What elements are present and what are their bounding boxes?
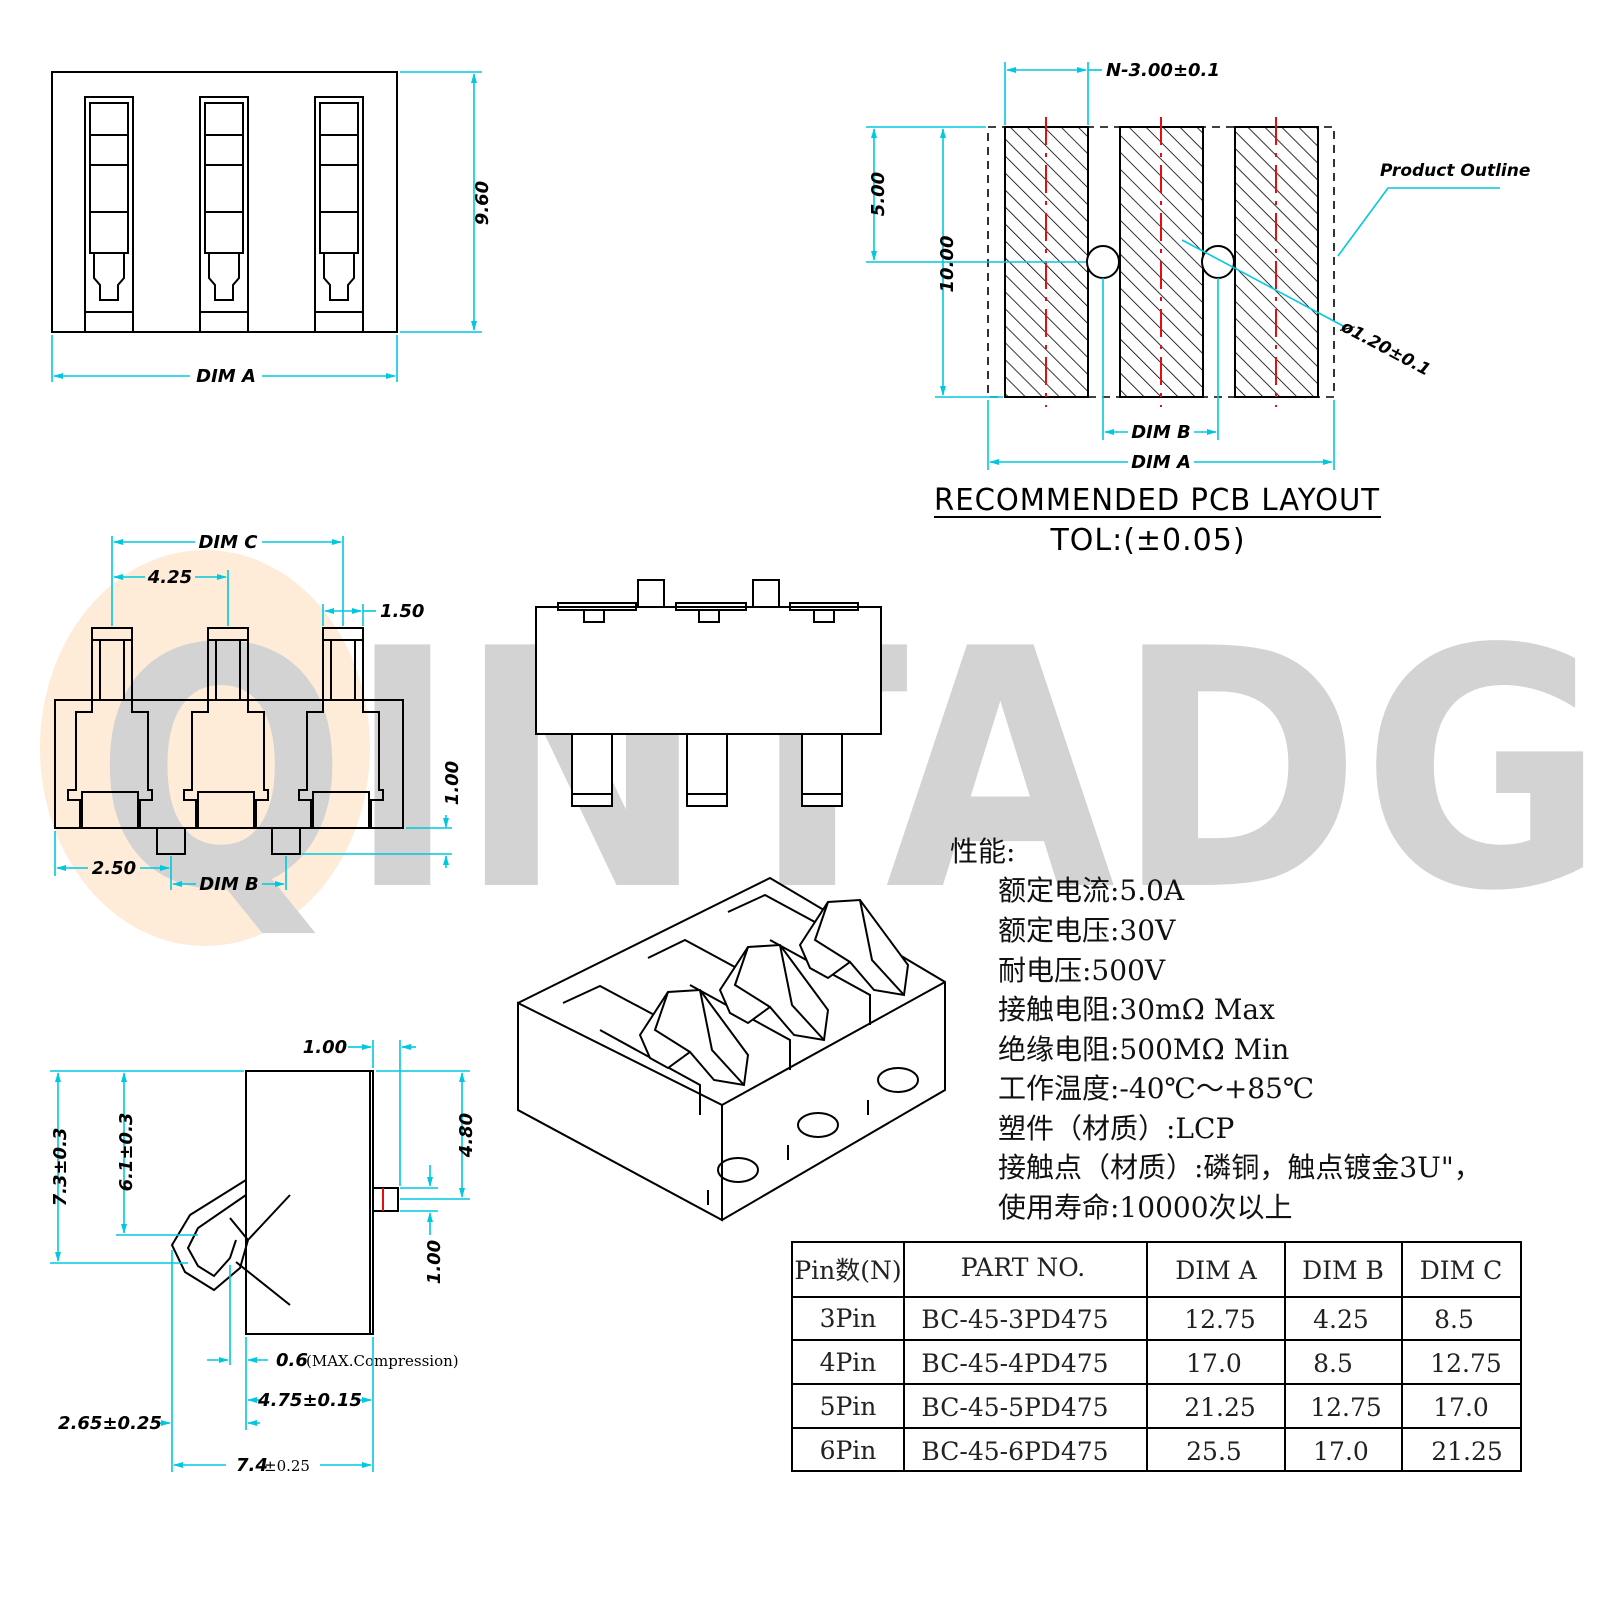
iso-contact bbox=[718, 943, 830, 1042]
spec-insulation-resistance: 绝缘电阻:500MΩ Min bbox=[998, 1033, 1289, 1066]
side-profile-view: 1.00 7.3±0.3 6.1±0.3 4.80 1.00 0.6 (MAX.… bbox=[50, 1037, 477, 1476]
pcb-tolerance: TOL:(±0.05) bbox=[1049, 523, 1245, 558]
pcb-dim-b-label: DIM B bbox=[1131, 422, 1191, 443]
back-view bbox=[535, 579, 882, 807]
table-cell: 17.0 bbox=[1186, 1349, 1242, 1378]
side-pin-length-label: 1.00 bbox=[424, 1240, 445, 1284]
iso-contact bbox=[798, 898, 910, 997]
top-view-height-label: 9.60 bbox=[472, 181, 493, 225]
pcb-hole-label: ø1.20±0.1 bbox=[1337, 316, 1434, 380]
spec-lifetime: 使用寿命:10000次以上 bbox=[998, 1191, 1293, 1224]
front-view: DIM C 4.25 1.50 1.00 2.50 DIM B bbox=[54, 532, 463, 895]
pcb-layout: N-3.00±0.1 5.00 10.00 Product Outline ø1… bbox=[866, 60, 1530, 558]
side-compression-value: 0.6 bbox=[276, 1350, 308, 1371]
pcb-pitch-label: N-3.00±0.1 bbox=[1106, 60, 1220, 81]
table-row: 5Pin BC-45-5PD475 21.25 12.75 17.0 bbox=[820, 1392, 1489, 1422]
spec-housing-material: 塑件（材质）:LCP bbox=[998, 1112, 1234, 1145]
pcb-layout-title: RECOMMENDED PCB LAYOUT bbox=[934, 483, 1380, 518]
table-row: 3Pin BC-45-3PD475 12.75 4.25 8.5 bbox=[820, 1304, 1474, 1334]
table-cell: 21.25 bbox=[1184, 1393, 1256, 1422]
isometric-view bbox=[517, 876, 946, 1222]
table-cell: BC-45-4PD475 bbox=[921, 1349, 1108, 1378]
front-pitch-label: 4.25 bbox=[147, 567, 192, 588]
front-view-contact bbox=[298, 627, 384, 829]
side-total-depth-value: 7.4 bbox=[236, 1455, 268, 1476]
top-view-contact bbox=[84, 96, 134, 333]
watermark-logo bbox=[40, 550, 370, 946]
top-view-dim-a-label: DIM A bbox=[196, 366, 256, 387]
table-cell: 12.75 bbox=[1430, 1349, 1502, 1378]
front-contact-width-label: 1.50 bbox=[380, 601, 424, 622]
pcb-hole bbox=[1201, 245, 1235, 279]
spec-rated-current: 额定电流:5.0A bbox=[998, 874, 1185, 907]
specifications: 性能: 额定电流:5.0A 额定电压:30V 耐电压:500V 接触电阻:30m… bbox=[950, 835, 1482, 1224]
front-standoff-label: 1.00 bbox=[442, 761, 463, 805]
table-row: 4Pin BC-45-4PD475 17.0 8.5 12.75 bbox=[820, 1348, 1502, 1378]
product-outline-label: Product Outline bbox=[1380, 161, 1530, 181]
side-overhang-label: 2.65±0.25 bbox=[58, 1413, 162, 1434]
table-cell: 4Pin bbox=[820, 1348, 877, 1377]
front-view-contact bbox=[183, 627, 269, 829]
table-cell: 17.0 bbox=[1313, 1437, 1369, 1466]
table-cell: 5Pin bbox=[820, 1392, 877, 1421]
spec-contact-material: 接触点（材质）:磷铜，触点镀金3U"， bbox=[998, 1151, 1482, 1184]
table-header-row: Pin数(N) PART NO. DIM A DIM B DIM C bbox=[794, 1253, 1502, 1285]
table-cell: 17.0 bbox=[1433, 1393, 1489, 1422]
spec-heading: 性能: bbox=[950, 835, 1015, 868]
top-view: 9.60 DIM A bbox=[51, 71, 493, 387]
side-height-contact-label: 6.1±0.3 bbox=[116, 1113, 137, 1192]
table-header-cell: DIM A bbox=[1175, 1256, 1257, 1285]
front-edge-label: 2.50 bbox=[92, 858, 136, 879]
iso-contact bbox=[638, 988, 750, 1087]
side-pin-height-label: 4.80 bbox=[456, 1113, 477, 1158]
table-cell: 4.25 bbox=[1313, 1305, 1369, 1334]
pcb-hole bbox=[1086, 245, 1120, 279]
table-cell: BC-45-6PD475 bbox=[921, 1437, 1108, 1466]
table-header-cell: DIM B bbox=[1302, 1256, 1384, 1285]
side-height-total-label: 7.3±0.3 bbox=[50, 1128, 71, 1207]
side-top-offset-label: 1.00 bbox=[303, 1037, 347, 1058]
pcb-height-label: 10.00 bbox=[937, 236, 958, 293]
table-header-cell: DIM C bbox=[1420, 1256, 1503, 1285]
front-dim-b-label: DIM B bbox=[199, 874, 259, 895]
side-body-depth-label: 4.75±0.15 bbox=[257, 1390, 362, 1411]
watermark: QINTADG bbox=[40, 550, 1600, 963]
table-cell: 12.75 bbox=[1310, 1393, 1382, 1422]
top-view-contact bbox=[314, 96, 364, 333]
side-total-depth-tol: ±0.25 bbox=[264, 1457, 310, 1475]
pcb-half-height-label: 5.00 bbox=[868, 172, 889, 216]
top-view-contact bbox=[199, 96, 249, 333]
spec-withstand-voltage: 耐电压:500V bbox=[998, 954, 1166, 987]
table-cell: 3Pin bbox=[820, 1304, 877, 1333]
spec-contact-resistance: 接触电阻:30mΩ Max bbox=[998, 993, 1275, 1026]
table-cell: 8.5 bbox=[1434, 1305, 1474, 1334]
spec-operating-temperature: 工作温度:-40℃～+85℃ bbox=[998, 1072, 1314, 1105]
pcb-dim-a-label: DIM A bbox=[1131, 452, 1191, 473]
table-cell: 25.5 bbox=[1186, 1437, 1242, 1466]
table-cell: BC-45-5PD475 bbox=[921, 1393, 1108, 1422]
front-view-contact bbox=[67, 627, 153, 829]
table-cell: BC-45-3PD475 bbox=[921, 1305, 1108, 1334]
part-table: Pin数(N) PART NO. DIM A DIM B DIM C 3Pin … bbox=[791, 1241, 1522, 1472]
table-cell: 21.25 bbox=[1431, 1437, 1503, 1466]
spec-rated-voltage: 额定电压:30V bbox=[998, 914, 1176, 947]
table-header-cell: Pin数(N) bbox=[794, 1256, 901, 1285]
table-cell: 12.75 bbox=[1184, 1305, 1256, 1334]
table-cell: 6Pin bbox=[820, 1436, 877, 1465]
side-compression-note: (MAX.Compression) bbox=[306, 1352, 459, 1370]
front-dim-c-label: DIM C bbox=[198, 532, 258, 553]
table-header-cell: PART NO. bbox=[961, 1253, 1085, 1282]
table-row: 6Pin BC-45-6PD475 25.5 17.0 21.25 bbox=[820, 1436, 1503, 1466]
table-cell: 8.5 bbox=[1313, 1349, 1353, 1378]
